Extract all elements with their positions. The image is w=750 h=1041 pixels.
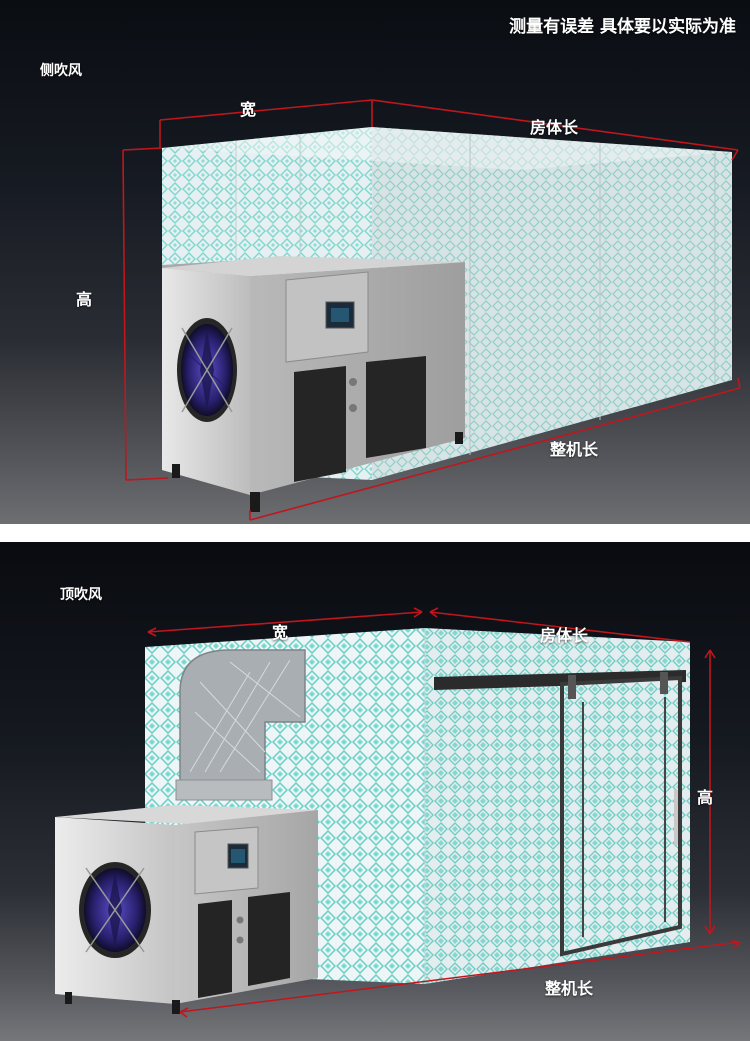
dimension-label-width: 宽 bbox=[240, 100, 257, 119]
dimension-label-total-length: 整机长 bbox=[545, 979, 594, 998]
dimension-label-width: 宽 bbox=[272, 623, 289, 642]
unit-top-face bbox=[55, 805, 318, 825]
section-title-top-blow: 顶吹风 bbox=[60, 587, 102, 603]
fan-icon bbox=[79, 862, 151, 958]
heat-pump-unit bbox=[162, 256, 465, 512]
intake-grille bbox=[294, 366, 346, 482]
intake-grille bbox=[366, 356, 426, 458]
side-blow-section: 测量有误差 具体要以实际为准 侧吹风 宽 房体长 高 整机长 bbox=[0, 0, 750, 524]
dimension-lines bbox=[147, 607, 741, 1018]
door-panel bbox=[560, 675, 682, 957]
intake-grille bbox=[198, 900, 232, 998]
door-rail bbox=[434, 670, 686, 690]
side-blow-illustration bbox=[122, 99, 741, 521]
fan-icon bbox=[177, 318, 237, 422]
control-box bbox=[194, 826, 259, 895]
dimension-label-room-length: 房体长 bbox=[540, 626, 589, 645]
air-duct bbox=[175, 649, 306, 801]
dimension-lines bbox=[122, 99, 741, 521]
heat-pump-unit bbox=[55, 805, 318, 1014]
room-top-edge bbox=[162, 127, 732, 170]
sliding-door bbox=[434, 670, 686, 957]
top-blow-illustration bbox=[55, 607, 741, 1018]
unit-top-face bbox=[162, 256, 465, 276]
section-title-side-blow: 侧吹风 bbox=[40, 63, 82, 79]
top-blow-section: 顶吹风 宽 房体长 高 整机长 bbox=[0, 542, 750, 1041]
intake-grille bbox=[248, 892, 290, 986]
dimension-label-height: 高 bbox=[697, 788, 714, 807]
door-handle bbox=[674, 790, 678, 845]
dimension-label-height: 高 bbox=[76, 290, 93, 309]
dimension-label-room-length: 房体长 bbox=[530, 118, 579, 137]
measurement-note: 测量有误差 具体要以实际为准 bbox=[509, 17, 736, 37]
dimension-label-total-length: 整机长 bbox=[550, 440, 599, 459]
